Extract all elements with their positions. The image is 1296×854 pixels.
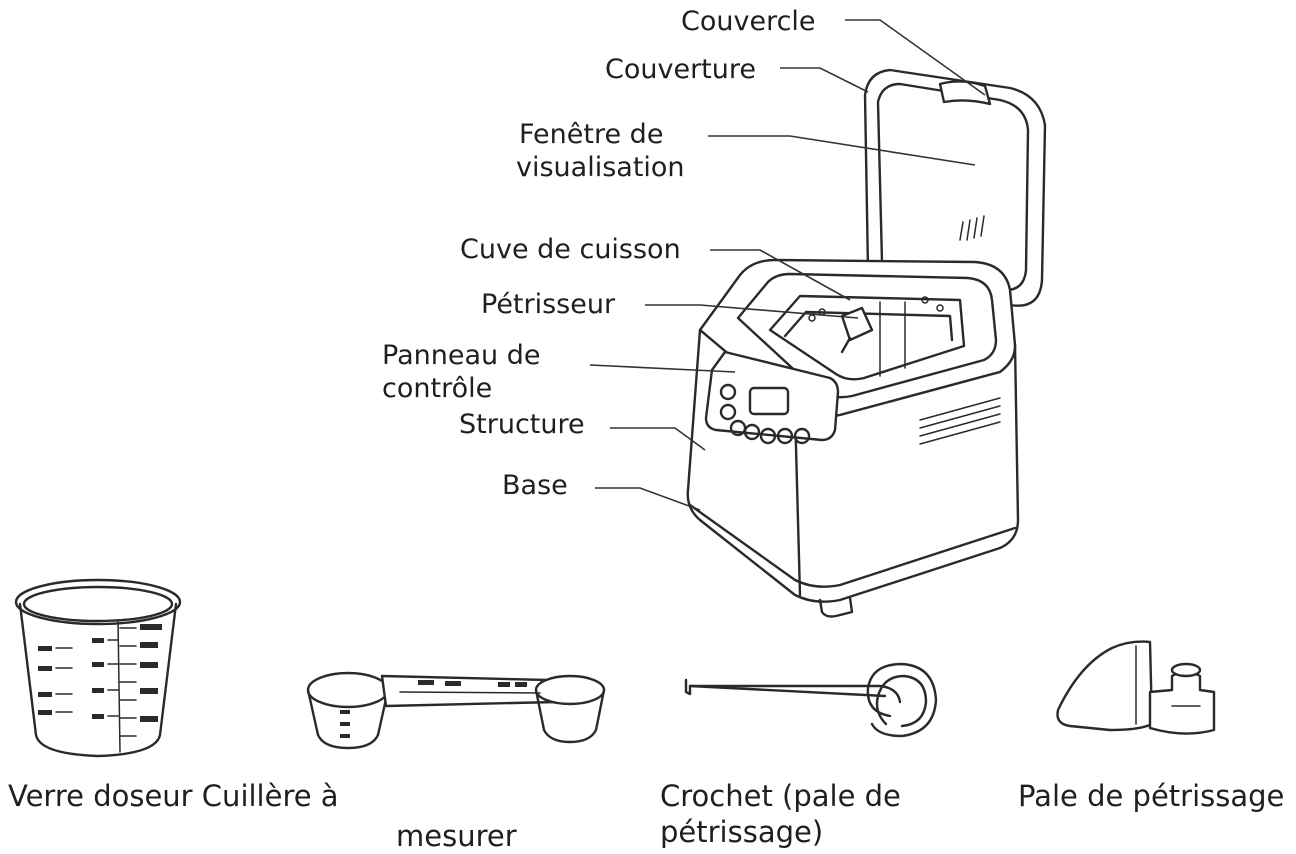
- caption-pale: Pale de pétrissage: [1018, 779, 1285, 813]
- hook-illustration: [684, 662, 938, 738]
- leader-lines: [589, 19, 986, 511]
- label-base: Base: [502, 470, 568, 501]
- label-panneau-line1: Panneau de: [382, 340, 541, 371]
- caption-mesurer: mesurer: [396, 819, 517, 853]
- label-panneau-line2: contrôle: [382, 373, 493, 404]
- label-cuve: Cuve de cuisson: [460, 234, 681, 265]
- label-couverture: Couverture: [605, 54, 756, 85]
- caption-crochet-line1: Crochet (pale de: [660, 779, 901, 813]
- label-structure: Structure: [459, 409, 585, 440]
- caption-verre-doseur: Verre doseur Cuillère à: [8, 779, 339, 813]
- label-fenetre-line2: visualisation: [516, 152, 685, 183]
- kneading-paddle-illustration: [1056, 640, 1216, 735]
- caption-crochet-line2: pétrissage): [660, 815, 824, 849]
- measuring-spoon-illustration: [306, 671, 606, 750]
- bread-machine-illustration: [686, 68, 1047, 618]
- label-couvercle: Couvercle: [681, 6, 816, 37]
- measuring-cup-illustration: [14, 578, 182, 758]
- label-fenetre-line1: Fenêtre de: [519, 119, 664, 150]
- label-petrisseur: Pétrisseur: [481, 289, 616, 320]
